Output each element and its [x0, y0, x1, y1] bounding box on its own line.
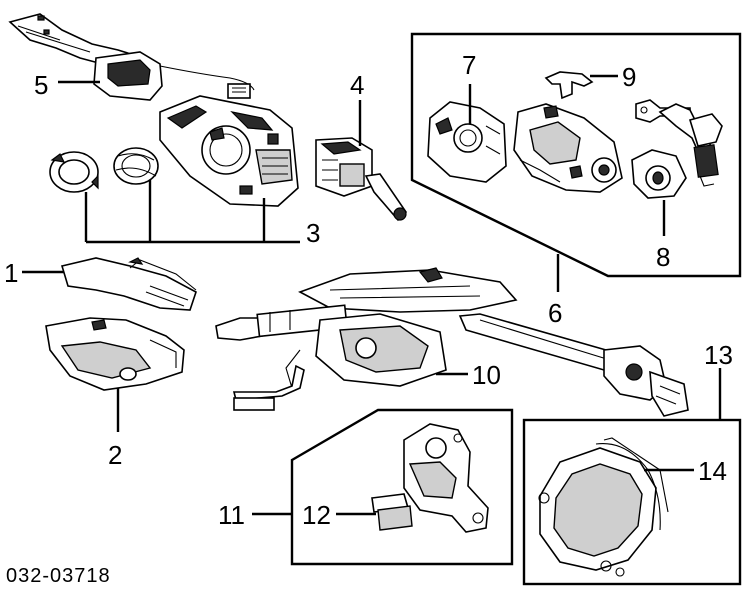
keys [635, 99, 723, 187]
part-1-upper-cover [60, 257, 197, 311]
part-7-lock-housing [427, 101, 507, 183]
part-3-switch-body [159, 95, 299, 207]
callout-3: 3 [306, 218, 320, 248]
part-3-spring-rings [49, 147, 159, 193]
part-5-combination-switch [8, 13, 255, 101]
callout-13: 13 [704, 340, 733, 370]
callout-2: 2 [108, 440, 122, 470]
part-2-lower-cover [45, 317, 185, 391]
part-9-clip [544, 71, 594, 100]
part-14-gasket [538, 437, 669, 577]
callout-1: 1 [4, 258, 18, 288]
callout-11: 11 [218, 500, 245, 530]
callout-14: 14 [698, 456, 727, 486]
callout-10: 10 [472, 360, 501, 390]
callout-12: 12 [302, 500, 331, 530]
part-10-steering-column [215, 267, 689, 417]
leader-lines [22, 74, 722, 516]
group-11-box [290, 408, 514, 566]
callout-8: 8 [656, 242, 670, 272]
callout-9: 9 [622, 62, 636, 92]
group-13-box [522, 418, 742, 586]
callout-7: 7 [462, 50, 476, 80]
part-4-ignition-switch [315, 137, 408, 222]
callout-4: 4 [350, 70, 364, 100]
group-6-box [410, 32, 742, 278]
part-12-bracket [371, 423, 489, 533]
callout-5: 5 [34, 70, 48, 100]
part-6-lock-assembly [513, 103, 623, 193]
reference-code: 032-03718 [6, 565, 111, 587]
part-8-key-cylinder [631, 149, 687, 199]
callout-6: 6 [548, 298, 562, 328]
